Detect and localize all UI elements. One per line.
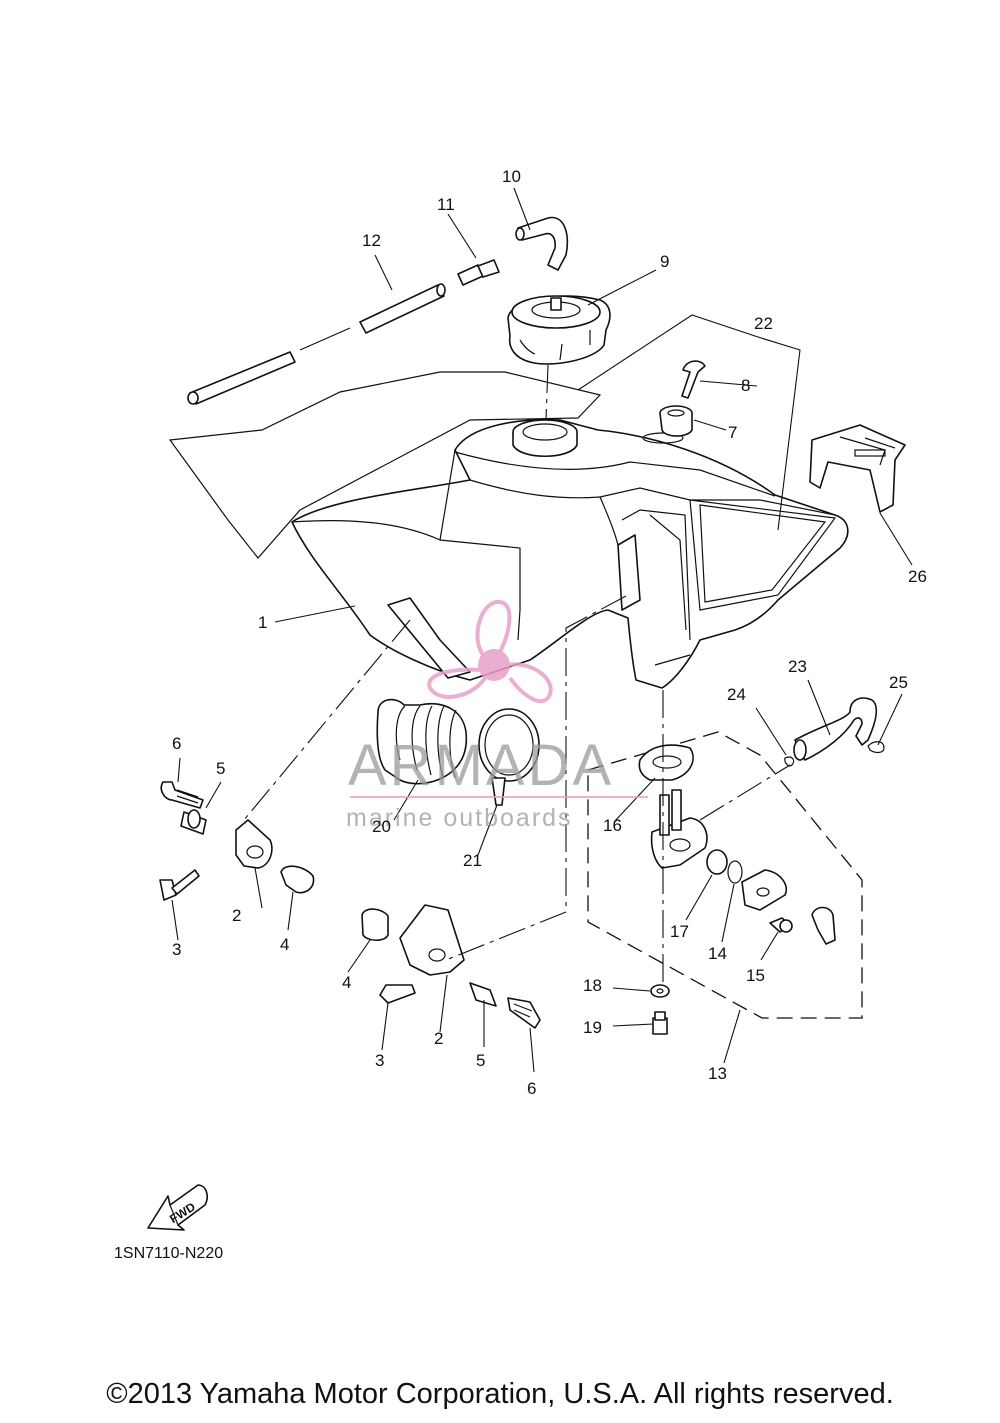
leader-lines <box>171 187 913 1073</box>
right-mount-lower <box>361 904 541 1029</box>
fuel-tank <box>291 418 849 689</box>
callout-21: 21 <box>463 851 482 870</box>
rubber-seat-20 <box>376 698 468 785</box>
fuel-cock-assembly <box>587 731 863 1035</box>
callout-17: 17 <box>670 922 689 941</box>
callout-2-right: 2 <box>434 1029 443 1048</box>
damper-7 <box>659 405 693 437</box>
callout-19: 19 <box>583 1018 602 1037</box>
callout-7: 7 <box>728 423 737 442</box>
watermark: ARMADA marine outboards <box>346 600 648 832</box>
hose-fitting <box>457 259 500 286</box>
callout-3-left: 3 <box>172 940 181 959</box>
callout-18: 18 <box>583 976 602 995</box>
watermark-tagline: marine outboards <box>346 804 573 832</box>
callout-numbers: 1 2 2 3 3 4 4 5 5 6 6 7 8 9 10 11 12 13 … <box>172 167 927 1098</box>
callout-24: 24 <box>727 685 746 704</box>
callout-6-right: 6 <box>527 1079 536 1098</box>
callout-4-right: 4 <box>342 973 351 992</box>
callout-4-left: 4 <box>280 935 289 954</box>
watermark-brand: ARMADA <box>348 733 614 798</box>
callout-3-right: 3 <box>375 1051 384 1070</box>
callout-5-right: 5 <box>476 1051 485 1070</box>
callout-14: 14 <box>708 944 727 963</box>
callout-12: 12 <box>362 231 381 250</box>
callout-23: 23 <box>788 657 807 676</box>
copyright-notice: ©2013 Yamaha Motor Corporation, U.S.A. A… <box>106 1378 894 1410</box>
callout-22: 22 <box>754 314 773 333</box>
fuel-cap <box>507 295 611 365</box>
callout-1: 1 <box>258 613 267 632</box>
screw-8 <box>681 360 706 399</box>
callout-26: 26 <box>908 567 927 586</box>
elbow-hose <box>515 216 569 271</box>
callout-10: 10 <box>502 167 521 186</box>
callout-25: 25 <box>889 673 908 692</box>
callout-16: 16 <box>603 816 622 835</box>
callout-5-left: 5 <box>216 759 225 778</box>
clip-25 <box>867 741 885 754</box>
callout-15: 15 <box>746 966 765 985</box>
bracket-26 <box>809 424 906 513</box>
decal-outline <box>168 371 602 559</box>
drain-hose-23 <box>793 697 878 761</box>
alignment-lines <box>243 364 791 986</box>
callout-2-left: 2 <box>232 906 241 925</box>
callout-9: 9 <box>660 252 669 271</box>
diagram-code: 1SN7110-N220 <box>114 1245 224 1262</box>
callout-11: 11 <box>437 195 455 214</box>
callout-13: 13 <box>708 1064 727 1083</box>
callout-8: 8 <box>741 376 750 395</box>
callout-20: 20 <box>372 817 391 836</box>
clip-24 <box>784 756 795 767</box>
fwd-arrow-icon: FWD <box>147 1184 208 1231</box>
hose-clamp-21 <box>478 708 540 806</box>
breather-hose <box>187 283 446 405</box>
callout-6-left: 6 <box>172 734 181 753</box>
left-mount-upper <box>159 781 315 901</box>
propeller-logo-icon <box>427 600 553 704</box>
